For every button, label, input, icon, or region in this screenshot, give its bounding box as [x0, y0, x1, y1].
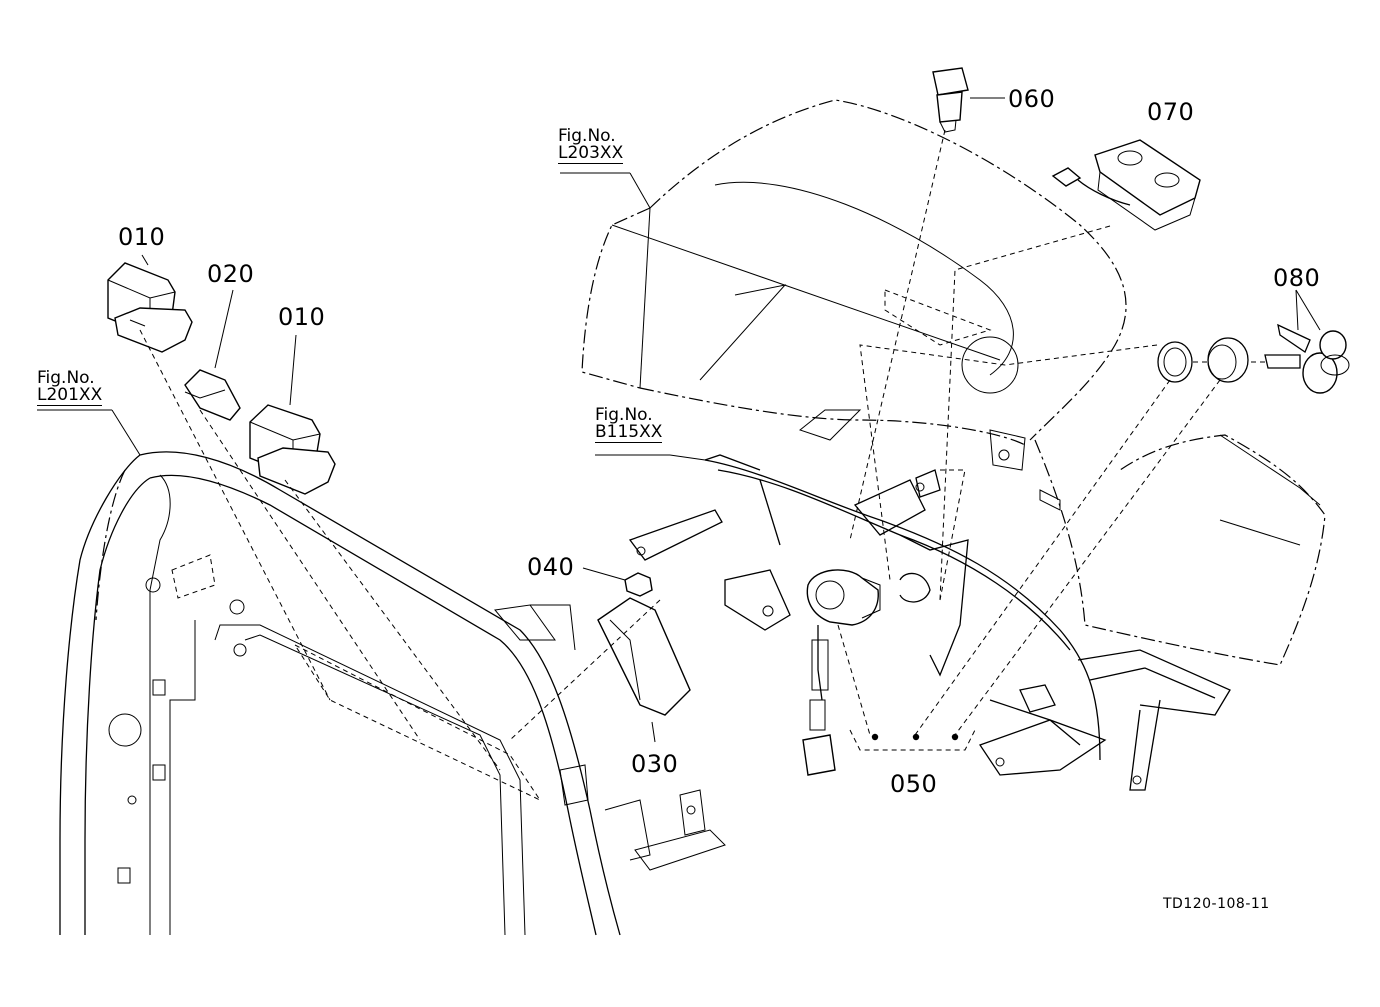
- meter-070: [1051, 139, 1201, 231]
- leader-lines: [37, 97, 1321, 771]
- fig-ref-prefix: Fig.No.: [558, 126, 616, 146]
- fig-ref-bracket: Fig.No. B115XX: [595, 405, 663, 443]
- part-label-080: 080: [1273, 264, 1321, 292]
- fig-ref-dash-cover: Fig.No. L203XX: [558, 126, 624, 164]
- right-body-panel: [1034, 434, 1326, 666]
- fig-ref-code: B115XX: [595, 422, 663, 443]
- mounting-bracket: [628, 454, 1231, 791]
- part-label-060: 060: [1008, 85, 1056, 113]
- nut-040: [624, 572, 653, 597]
- part-label-010-left: 010: [118, 223, 166, 251]
- key-set-080: [1157, 323, 1350, 394]
- part-label-040: 040: [527, 553, 575, 581]
- key-switch-050: [802, 569, 881, 776]
- dash-cover: [581, 99, 1127, 471]
- relay-010-left: [107, 262, 193, 353]
- left-frame: [59, 451, 726, 936]
- reference-dots: [871, 733, 959, 741]
- part-label-010-right: 010: [278, 303, 326, 331]
- fig-ref-prefix: Fig.No.: [595, 405, 653, 425]
- cover-030: [597, 597, 691, 716]
- part-label-020: 020: [207, 260, 255, 288]
- part-label-030: 030: [631, 750, 679, 778]
- relay-010-right: [249, 404, 336, 495]
- switch-060: [932, 67, 969, 133]
- relay-020: [184, 369, 241, 421]
- fig-ref-code: L201XX: [37, 385, 103, 406]
- fig-ref-code: L203XX: [558, 143, 624, 164]
- part-label-050: 050: [890, 770, 938, 798]
- fig-ref-prefix: Fig.No.: [37, 368, 95, 388]
- fig-ref-left-frame: Fig.No. L201XX: [37, 368, 103, 406]
- document-id: TD120-108-11: [1163, 896, 1270, 912]
- part-label-070: 070: [1147, 98, 1195, 126]
